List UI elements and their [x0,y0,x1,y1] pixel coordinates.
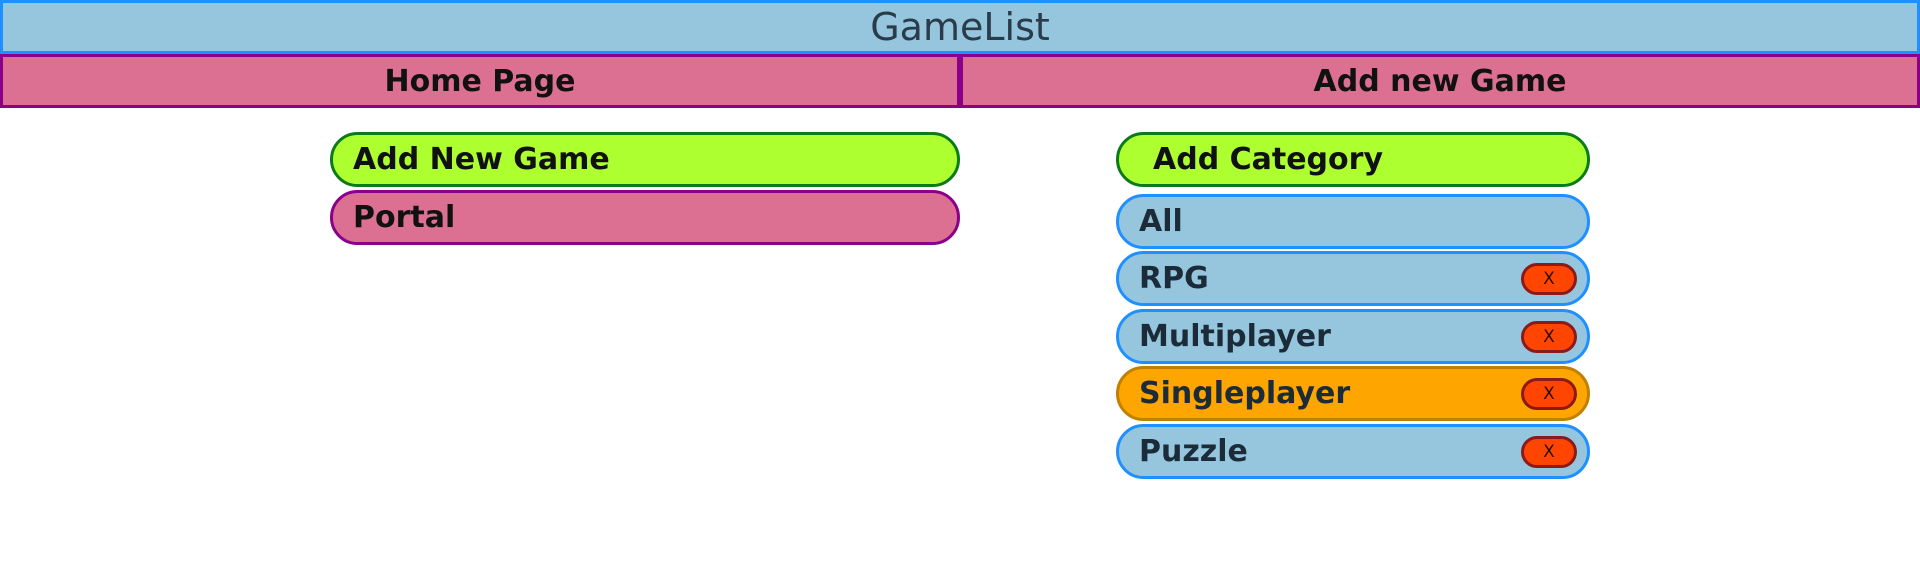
category-label: All [1139,204,1183,239]
delete-category-button[interactable]: X [1521,262,1577,295]
app-header: GameList [0,0,1920,54]
category-item-multiplayer[interactable]: Multiplayer X [1116,309,1590,364]
category-item-rpg[interactable]: RPG X [1116,251,1590,306]
delete-category-button[interactable]: X [1521,435,1577,468]
category-label: Singleplayer [1139,376,1351,411]
category-item-singleplayer[interactable]: Singleplayer X [1116,366,1590,421]
category-label: Multiplayer [1139,319,1331,354]
delete-category-button[interactable]: X [1521,377,1577,410]
category-label: Puzzle [1139,434,1248,469]
tab-add-new-game[interactable]: Add new Game [960,54,1920,108]
app-title: GameList [870,5,1050,49]
category-item-puzzle[interactable]: Puzzle X [1116,424,1590,479]
add-new-game-button[interactable]: Add New Game [330,132,960,187]
portal-label: Portal [353,200,456,235]
nav-bar: Home Page Add new Game [0,54,1920,108]
add-category-label: Add Category [1153,142,1383,177]
tab-home-page[interactable]: Home Page [0,54,960,108]
delete-category-button[interactable]: X [1521,320,1577,353]
add-new-game-label: Add New Game [353,142,610,177]
category-label: RPG [1139,261,1209,296]
category-item-all[interactable]: All [1116,194,1590,249]
add-category-button[interactable]: Add Category [1116,132,1590,187]
portal-game-item[interactable]: Portal [330,190,960,245]
